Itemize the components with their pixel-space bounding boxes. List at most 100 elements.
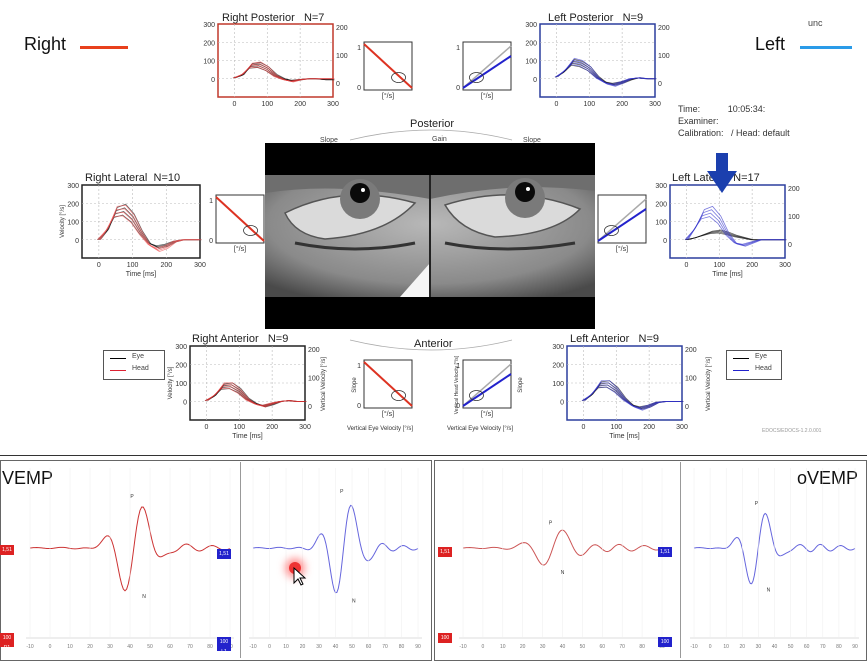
ra-reg-ybot: 0: [357, 403, 361, 410]
gain-arc-top: [349, 129, 513, 141]
cvemp-l-tick: 60: [366, 644, 372, 650]
ra-xtick: 200: [266, 424, 278, 431]
ra-trace-head: [207, 382, 307, 408]
ra-reg-unit: [°/s]: [382, 410, 394, 418]
lp-reg-line: [462, 55, 512, 89]
cvemp-r-tick: 30: [107, 644, 113, 650]
ll-ytick: 0: [663, 238, 667, 245]
right-glint: [526, 187, 530, 191]
lp-reg-ybot: 0: [456, 85, 460, 92]
gain-label: Gain: [432, 136, 447, 143]
legend-box-left: Eye Head: [103, 350, 165, 380]
lp-ytick: 100: [525, 59, 537, 66]
rl-ytick: 300: [67, 183, 79, 190]
ra-rtick: 100: [308, 375, 320, 382]
ovemp-r-tick: 80: [639, 644, 645, 650]
ovemp-l-tick: 30: [756, 644, 762, 650]
cvemp-l-tick: 70: [382, 644, 388, 650]
cvemp-r-n-marker: N: [142, 594, 146, 600]
cvemp-r-p-marker: P: [130, 494, 134, 500]
rl-trace-head: [100, 204, 202, 253]
lp-reg-cluster: [469, 72, 484, 83]
left-legend-label: Left: [755, 34, 786, 54]
cvemp-l-tick: 30: [316, 644, 322, 650]
cvemp-l-tick: 80: [399, 644, 405, 650]
ovemp-r-tick: 60: [600, 644, 606, 650]
rl-xlabel: Time [ms]: [126, 271, 157, 278]
ra-rtick: 200: [308, 347, 320, 354]
la-ytick: 100: [552, 381, 564, 388]
rl-reg-ytop: 1: [209, 198, 213, 205]
ovemp-r-tick: 30: [540, 644, 546, 650]
ll-reg-unit: [°/s]: [616, 245, 628, 253]
lp-xtick: 200: [616, 101, 628, 108]
la-xtick: 300: [676, 424, 688, 431]
ll-rtick: 200: [788, 186, 800, 193]
right-pupil: [515, 182, 535, 202]
ra-xlabel: Time [ms]: [232, 433, 263, 440]
rp-rtick: 0: [336, 81, 340, 88]
lp-reg-ytop: 1: [456, 45, 460, 52]
cvemp-l-tick: 10: [283, 644, 289, 650]
ll-reg-cluster: [604, 225, 619, 236]
vemp-bottom-marker-r: 100 R1: [0, 633, 14, 651]
eye-video[interactable]: [265, 143, 595, 329]
ovemp-bottom-marker-l: 100 L1: [658, 637, 672, 655]
cvemp-l-tick: 50: [349, 644, 355, 650]
down-arrow-icon: [707, 153, 737, 193]
rl-xtick: 200: [160, 262, 172, 269]
ovemp-l-tick: 0: [709, 644, 712, 650]
info-time: Time: 10:05:34:: [678, 104, 766, 114]
right-lashes: [444, 241, 576, 251]
legend-head-label-right: Head: [755, 365, 772, 372]
la-reg-slope: Slope: [518, 377, 524, 393]
cvemp-r-tick: 60: [167, 644, 173, 650]
la-xlabel: Time [ms]: [609, 433, 640, 440]
ovemp-l-tick: 60: [804, 644, 810, 650]
left-legend-line: [800, 46, 852, 49]
left-anterior-title: Left Anterior N=9: [570, 333, 659, 345]
la-rtick: 0: [685, 404, 689, 411]
ll-ytick: 300: [655, 183, 667, 190]
ovemp-l-tick: 90: [852, 644, 858, 650]
vemp-right-marker: 1,51: [0, 545, 14, 555]
rp-ytick: 300: [203, 22, 215, 29]
rp-xtick: 300: [327, 101, 339, 108]
ovemp-panel: [434, 460, 867, 661]
ra-reg-xlabel: Vertical Eye Velocity [°/s]: [347, 426, 413, 432]
right-posterior-title: Right Posterior N=7: [222, 12, 325, 24]
rl-xtick: 0: [97, 262, 101, 269]
ra-xtick: 100: [233, 424, 245, 431]
ra-ytick: 200: [175, 363, 187, 370]
ra-reg-ytop: 1: [357, 363, 361, 370]
ovemp-left-marker: 1,51: [658, 547, 672, 557]
cvemp-l-tick: 0: [268, 644, 271, 650]
rl-reg-unit: [°/s]: [234, 245, 246, 253]
lp-reg-unit: [°/s]: [481, 92, 493, 100]
ovemp-r-tick: 90: [659, 644, 665, 650]
ovemp-r-n-marker: N: [561, 570, 565, 576]
ovemp-l-tick: 40: [772, 644, 778, 650]
lp-ytick: 300: [525, 22, 537, 29]
cvemp-l-tick: 90: [415, 644, 421, 650]
cvemp-r-tick: 40: [127, 644, 133, 650]
right-legend-label: Right: [24, 34, 67, 54]
ll-reg-line: [597, 208, 647, 242]
anterior-label: Anterior: [414, 338, 453, 350]
ra-reg-slope: Slope: [352, 377, 358, 393]
ovemp-bottom-marker-r: 100 R1: [438, 633, 452, 651]
rl-reg: [°/s] 1 0: [209, 194, 265, 253]
ovemp-l-tick: 80: [836, 644, 842, 650]
cvemp-l-tick: 20: [300, 644, 306, 650]
legend-eye-label-right: Eye: [755, 353, 768, 360]
ovemp-r-tick: 0: [482, 644, 485, 650]
rp-rtick: 100: [336, 53, 348, 60]
rl-reg-ybot: 0: [209, 238, 213, 245]
eye-video-frame: [265, 175, 595, 297]
vemp-title: VEMP: [2, 468, 54, 488]
la-trace-head: [584, 380, 684, 411]
ra-ytick: 100: [175, 381, 187, 388]
